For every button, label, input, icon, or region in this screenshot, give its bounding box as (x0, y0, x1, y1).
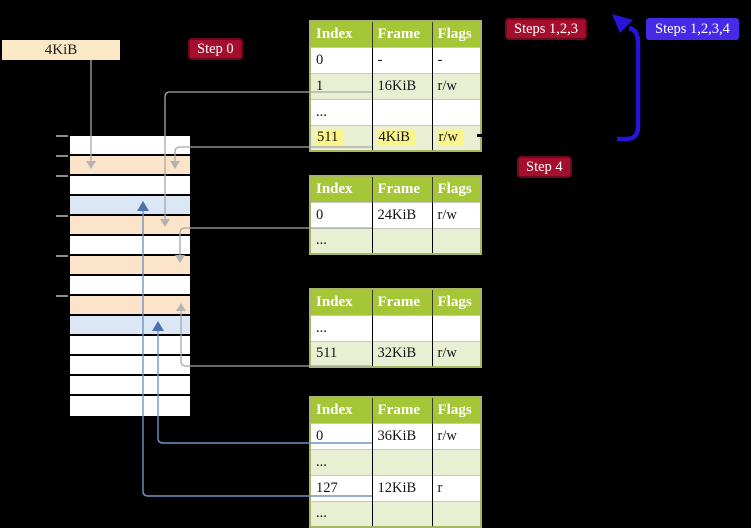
table-cell: ... (310, 98, 372, 125)
column-header-flags: Flags (431, 21, 481, 47)
table1-edge-dash (477, 134, 485, 137)
table-cell: r/w (431, 201, 481, 228)
memory-tick (56, 135, 68, 137)
memory-frame-row-5 (70, 236, 190, 256)
memory-frame-row-12 (70, 376, 190, 396)
column-header-index: Index (310, 397, 372, 423)
table-row: ... (310, 500, 481, 527)
highlighted-value: r/w (437, 129, 463, 146)
table-row: 0-- (310, 46, 481, 73)
memory-frame-row-1 (70, 156, 190, 176)
table-cell: 1 (310, 72, 372, 99)
column-header-flags: Flags (431, 397, 481, 423)
table-cell: - (371, 46, 432, 73)
memory-frame-row-4 (70, 216, 190, 236)
memory-frame-row-11 (70, 356, 190, 376)
memory-frame-row-10 (70, 336, 190, 356)
column-header-flags: Flags (431, 289, 481, 315)
memory-frame-row-3 (70, 196, 190, 216)
table-cell: - (431, 46, 481, 73)
table-cell (371, 500, 432, 527)
table-cell: ... (310, 314, 372, 341)
table-cell (371, 98, 432, 125)
table-row: 511 4KiB r/w (310, 124, 481, 151)
table-cell: 32KiB (371, 340, 432, 367)
frame-size-label: 4KiB (2, 40, 120, 60)
table-cell: ... (310, 227, 372, 254)
table-cell (431, 500, 481, 527)
column-header-flags: Flags (431, 176, 481, 202)
memory-frame-row-6 (70, 256, 190, 276)
column-header-frame: Frame (371, 397, 432, 423)
memory-frame-row-0 (70, 136, 190, 156)
memory-tick (56, 255, 68, 257)
steps123-badge: Steps 1,2,3 (505, 18, 588, 40)
column-header-frame: Frame (371, 176, 432, 202)
step0-badge: Step 0 (188, 38, 243, 60)
memory-frame-row-9 (70, 316, 190, 336)
table-cell: 0 (310, 422, 372, 449)
table-cell: r/w (431, 124, 481, 151)
table-cell: 4KiB (371, 124, 432, 151)
table-cell: 127 (310, 474, 372, 501)
table-cell: ... (310, 500, 372, 527)
table-cell: r/w (431, 422, 481, 449)
table-cell: 12KiB (371, 474, 432, 501)
steps1234-badge: Steps 1,2,3,4 (646, 18, 739, 40)
table-row: ... (310, 227, 481, 254)
table-cell (431, 227, 481, 254)
memory-frame-row-13 (70, 396, 190, 416)
memory-frame-row-8 (70, 296, 190, 316)
table-row: ... (310, 314, 481, 341)
table-cell: ... (310, 448, 372, 475)
memory-frame-row-7 (70, 276, 190, 296)
column-header-frame: Frame (371, 21, 432, 47)
table-cell: 0 (310, 201, 372, 228)
table-cell (431, 98, 481, 125)
table-cell: r/w (431, 340, 481, 367)
memory-tick (56, 155, 68, 157)
column-header-index: Index (310, 176, 372, 202)
memory-tick (56, 175, 68, 177)
table-cell: r/w (431, 72, 481, 99)
table-cell: 0 (310, 46, 372, 73)
highlighted-value: 511 (316, 129, 344, 146)
highlighted-value: 4KiB (377, 129, 415, 146)
column-header-index: Index (310, 21, 372, 47)
table-row: ... (310, 448, 481, 475)
memory-frame-row-2 (70, 176, 190, 196)
table-cell (431, 448, 481, 475)
table-cell: 511 (310, 124, 372, 151)
table-row: ... (310, 98, 481, 125)
table-cell: 24KiB (371, 201, 432, 228)
column-header-index: Index (310, 289, 372, 315)
column-header-frame: Frame (371, 289, 432, 315)
memory-tick (56, 215, 68, 217)
memory-tick (56, 295, 68, 297)
physical-memory-column (68, 134, 192, 418)
table-cell: r (431, 474, 481, 501)
table-cell: 511 (310, 340, 372, 367)
loop-arrow (617, 25, 641, 142)
table-cell (371, 314, 432, 341)
table-cell (371, 448, 432, 475)
table-cell (371, 227, 432, 254)
loop-arrowhead (612, 14, 633, 33)
table-cell (431, 314, 481, 341)
step4-badge: Step 4 (517, 156, 572, 178)
table-cell: 36KiB (371, 422, 432, 449)
table-cell: 16KiB (371, 72, 432, 99)
